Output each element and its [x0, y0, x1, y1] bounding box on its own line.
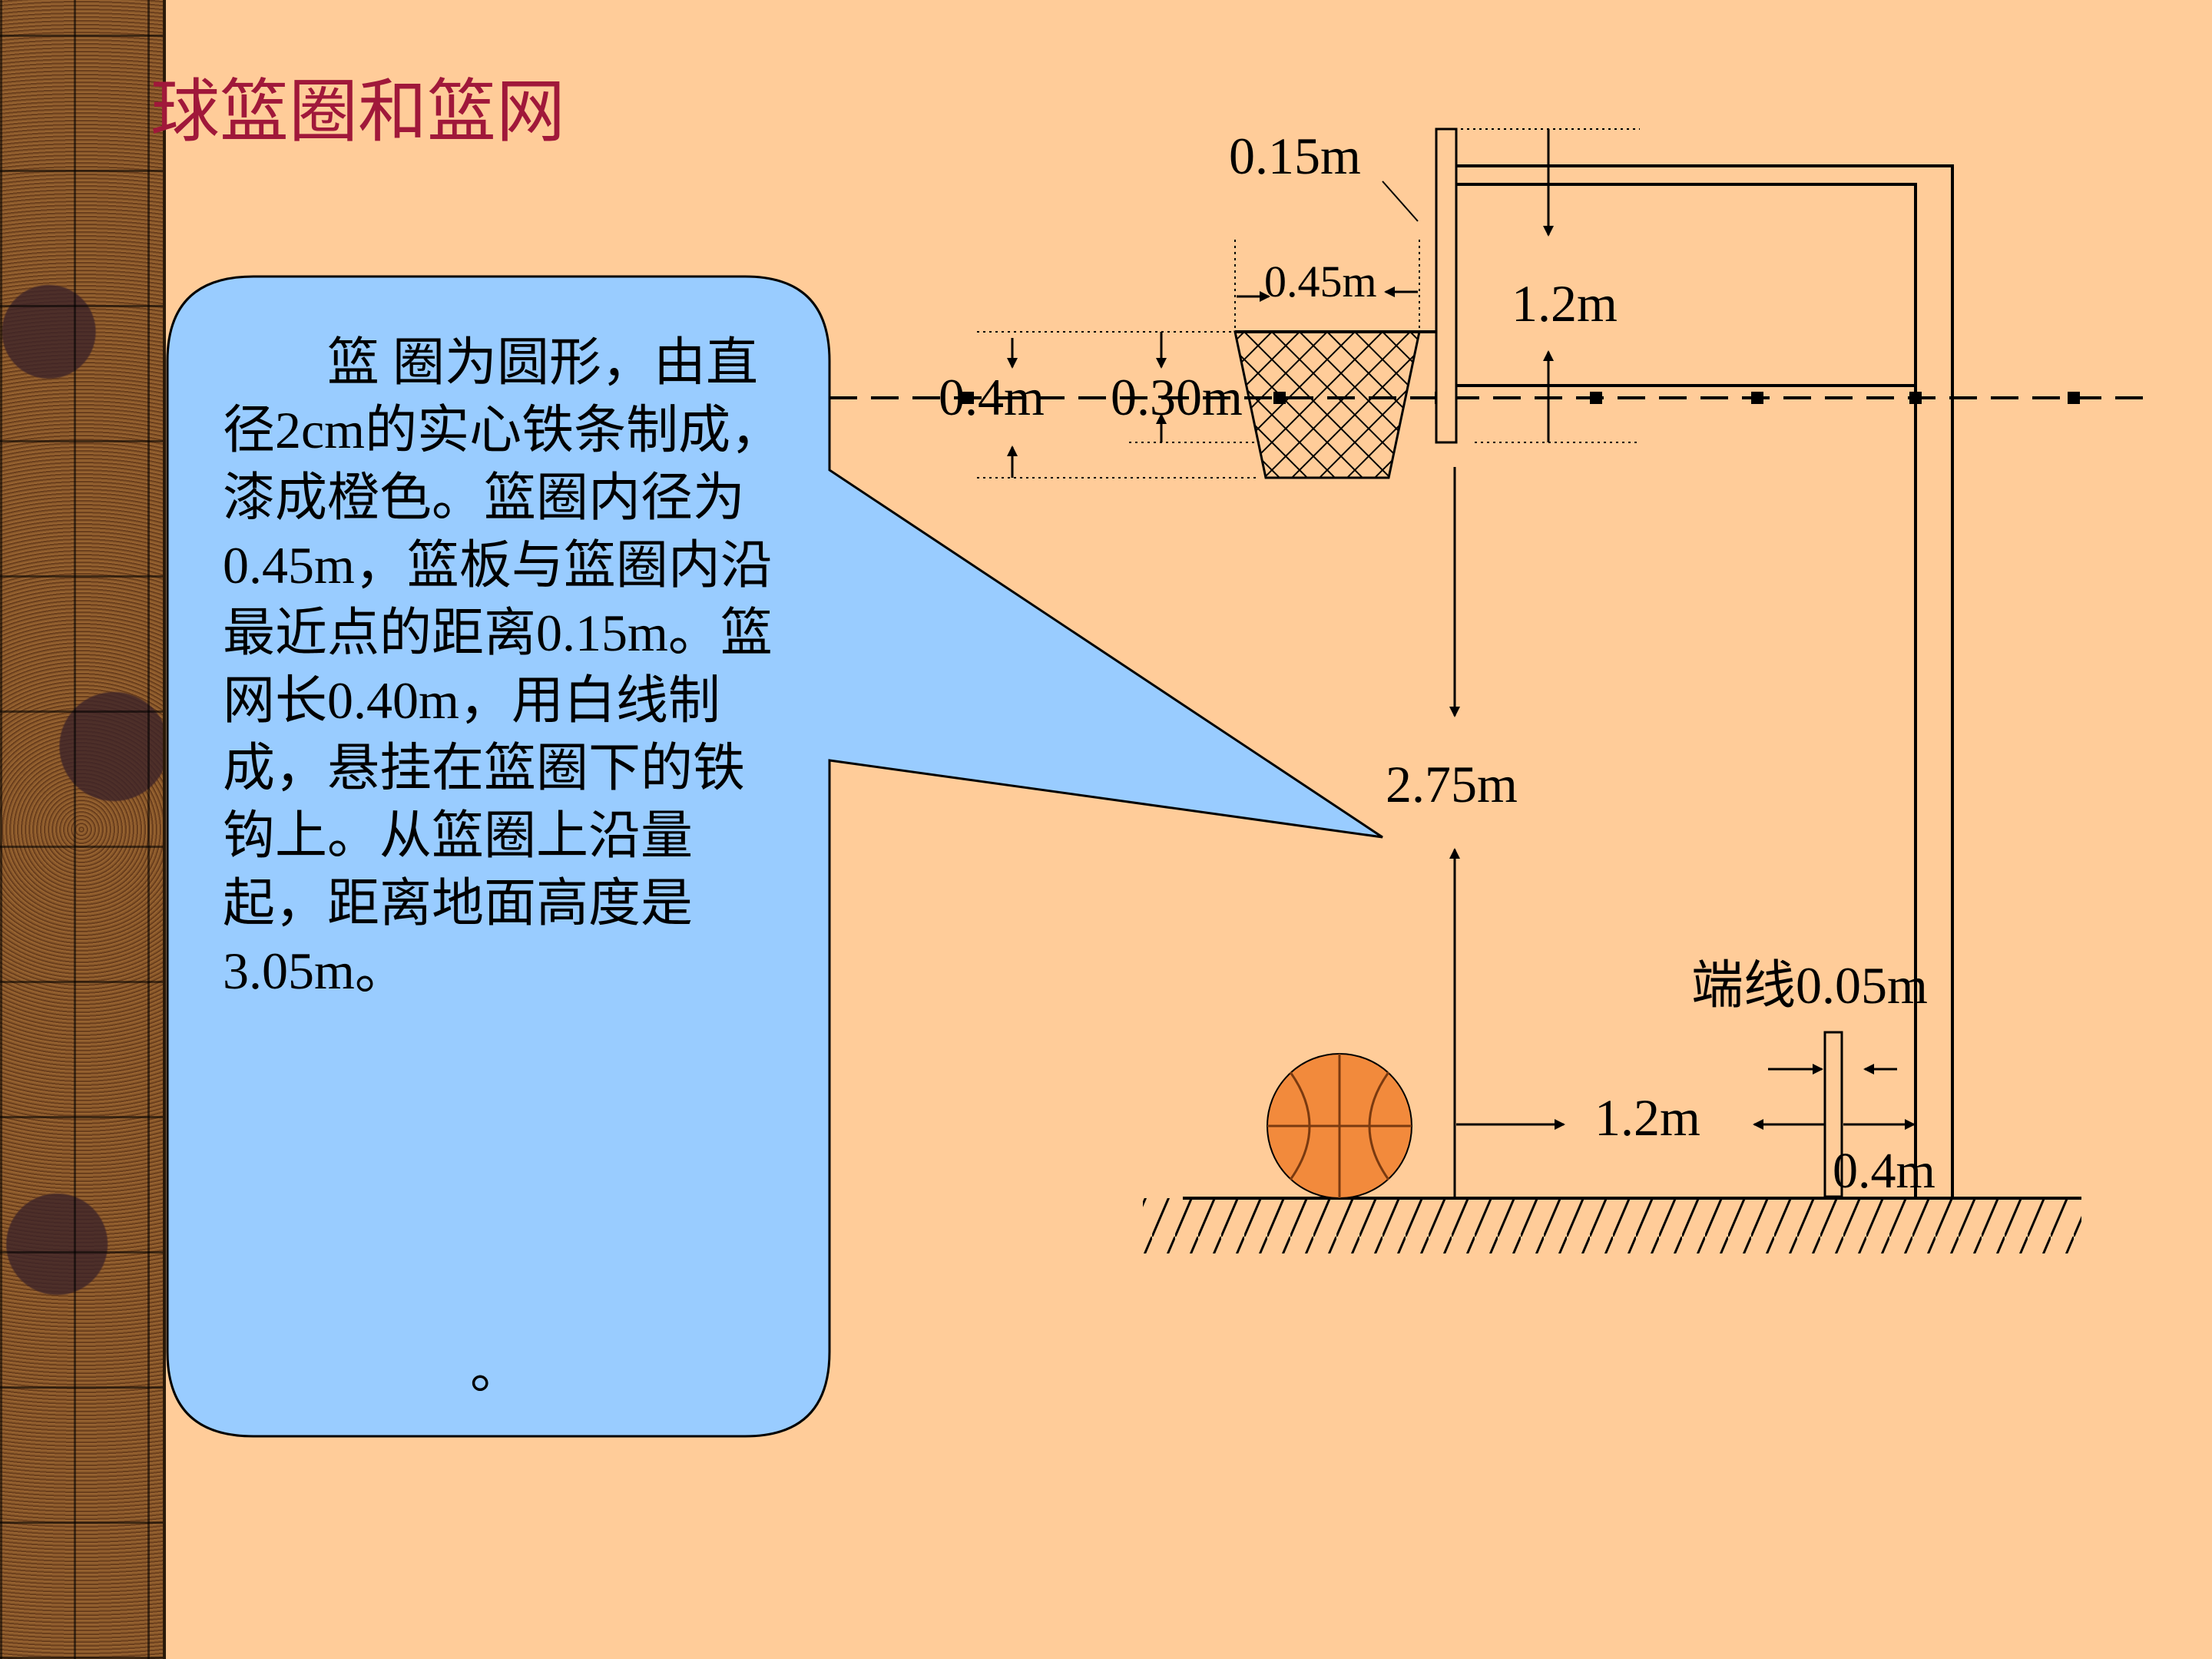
label-endline: 端线0.05m: [1691, 956, 1928, 1015]
dotted-guides: [977, 128, 1640, 478]
decorative-sidebar: [0, 0, 166, 1659]
basket-net: [1233, 330, 1421, 479]
label-275: 2.75m: [1386, 755, 1518, 813]
support-frame: [1456, 164, 1954, 1197]
backboard: [1435, 127, 1458, 444]
label-04-bottom: 0.4m: [1833, 1143, 1936, 1199]
label-12-bottom: 1.2m: [1594, 1088, 1700, 1147]
slide-title: 球篮圈和篮网: [151, 75, 565, 151]
ground-hatch: [1143, 1198, 2081, 1253]
label-015: 0.15m: [1229, 127, 1361, 185]
support-arm: [1456, 183, 1917, 1197]
basketball-icon: [1267, 1053, 1412, 1199]
label-030: 0.30m: [1111, 368, 1243, 426]
label-045: 0.45m: [1264, 257, 1377, 306]
callout-text: 篮 圈为圆形，由直径2cm的实心铁条制成，漆成橙色。篮圈内径为0.45m，篮板与…: [223, 333, 783, 1000]
callout-bubble: [166, 275, 1383, 1438]
label-12-top: 1.2m: [1512, 274, 1618, 333]
callout-tail-text: 。: [470, 1341, 523, 1399]
leader-015: [1382, 180, 1419, 222]
label-04-net: 0.4m: [939, 368, 1045, 426]
